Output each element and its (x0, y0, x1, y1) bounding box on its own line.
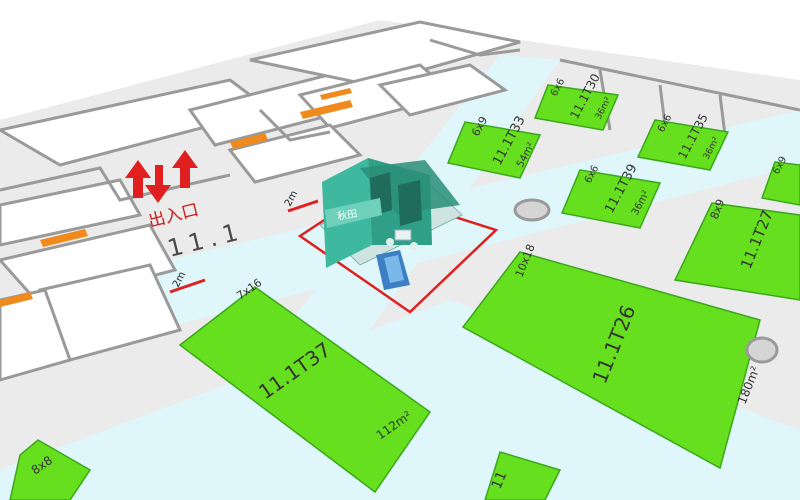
booth-11-1t27[interactable]: 8x9 11.1T27 (673, 197, 800, 301)
double-arrow-icon (125, 150, 198, 203)
grid-line (718, 94, 727, 136)
pillar (513, 198, 551, 222)
wall-line (258, 108, 331, 142)
booth-id-label: 11 (489, 469, 511, 492)
wall-block (0, 178, 143, 247)
wall-block (227, 123, 363, 184)
booth-11-1t35[interactable]: 6x6 11.1T35 36m² (636, 111, 730, 171)
wall-block (249, 20, 521, 87)
orange-band (320, 88, 352, 100)
wall-line (0, 166, 231, 202)
service-structures (0, 20, 521, 382)
booth-8x8-bottom-left[interactable]: 8x8 (9, 439, 92, 500)
booth-11-1t37[interactable]: 7x16 11.1T37 112m² (178, 276, 432, 494)
pillar (745, 336, 779, 364)
stand-sign-text: 秋田 (336, 207, 358, 223)
orange-band (230, 133, 268, 149)
booth-partial-bottom[interactable]: 11 (484, 451, 562, 500)
booth-11-1t39[interactable]: 6x6 11.1T39 36m² (560, 162, 662, 229)
wall-block (377, 63, 509, 117)
orange-band (0, 292, 33, 307)
orange-band (300, 100, 353, 119)
orange-band (40, 229, 88, 247)
wall-line (429, 38, 521, 57)
wall-block (0, 223, 178, 307)
exhibition-stand-3d-icon[interactable]: 秋田 (319, 158, 463, 290)
grid-line (559, 58, 800, 112)
grid-line (658, 84, 667, 126)
booth-11-1t26[interactable]: 10x18 11.1T26 180m² (461, 242, 763, 470)
